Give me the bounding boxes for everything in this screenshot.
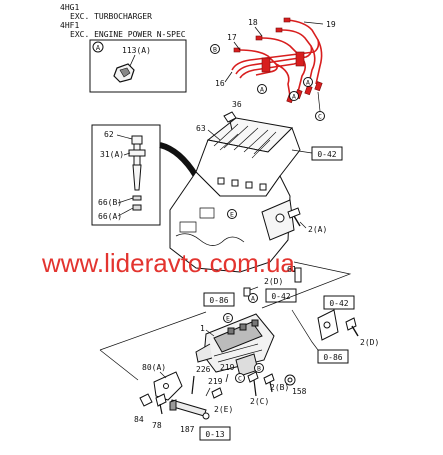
- callout-187: 187: [180, 425, 195, 434]
- inset-part-label: 113(A): [122, 46, 151, 55]
- ref-0-42-mid[interactable]: 0-42: [265, 288, 297, 303]
- injector-inset-frame: [91, 124, 161, 226]
- pipe-clamps: [261, 51, 305, 73]
- part-2e: 2(E): [202, 387, 233, 420]
- inset-marker-circle: [92, 41, 104, 53]
- pipe-callouts: 18 19 17 16: [215, 18, 336, 88]
- header-condition-2: EXC. ENGINE POWER N-SPEC: [70, 30, 186, 39]
- part-63: 63: [196, 124, 221, 141]
- part-80a: 80(A): [142, 363, 183, 401]
- ref-0-86-right[interactable]: 0-86: [317, 349, 349, 364]
- callout-61: 61: [287, 265, 297, 274]
- marker-b-circle: [210, 44, 220, 54]
- header-model-2: 4HF1: [60, 21, 79, 30]
- callout-2d-right: 2(D): [360, 338, 379, 347]
- callout-63: 63: [196, 124, 206, 133]
- part-78: 78: [152, 393, 167, 430]
- injector-label-62: 62: [104, 130, 114, 139]
- diagram-header: 4HG1 EXC. TURBOCHARGER 4HF1 EXC. ENGINE …: [60, 3, 186, 39]
- marker-a-2: A: [292, 93, 296, 101]
- bottom-markers: B C: [235, 363, 264, 383]
- ref-0-42-mid-label: 0-42: [271, 292, 290, 301]
- ref-0-86-right-label: 0-86: [323, 353, 342, 362]
- callout-18: 18: [248, 18, 258, 27]
- callout-2e: 2(E): [214, 405, 233, 414]
- ref-0-42-top[interactable]: 0-42: [291, 146, 343, 161]
- part-226: 226: [191, 365, 211, 395]
- watermark-text: www.lideravto.com.ua: [41, 248, 295, 278]
- callout-36: 36: [232, 100, 242, 109]
- injector-label-31a: 31(A): [100, 150, 124, 159]
- svg-text:A: A: [251, 295, 255, 303]
- inset-marker-letter: A: [96, 44, 101, 52]
- ref-0-86-left-label: 0-86: [209, 296, 228, 305]
- callout-1: 1: [200, 324, 205, 333]
- callout-group-1: 1: [200, 324, 215, 337]
- engine-block: [169, 117, 301, 273]
- part-219: 219 219: [205, 363, 235, 397]
- injector-label-66a: 66(A): [98, 212, 122, 221]
- part-61: 61: [287, 265, 302, 283]
- pipe-bundle: [231, 19, 323, 97]
- marker-b: B: [213, 46, 217, 54]
- injector-labels: 62 31(A) 66(B) 66(A): [98, 130, 124, 221]
- injector-part: [128, 135, 146, 211]
- callout-16: 16: [215, 79, 225, 88]
- pump-bracket: 2(D): [317, 309, 379, 347]
- callout-2d-mid: 2(D): [264, 277, 283, 286]
- callout-78: 78: [152, 421, 162, 430]
- inset-pointer: [159, 142, 199, 178]
- clip-part-113a: [113, 63, 135, 83]
- callout-19: 19: [326, 20, 336, 29]
- marker-c-bottom: C: [238, 375, 242, 383]
- pipe-markers: B A A A C: [210, 44, 325, 121]
- engine-marker-e: E: [227, 209, 237, 219]
- ref-0-13-label: 0-13: [205, 430, 224, 439]
- callout-2b: 2(B): [270, 383, 289, 392]
- injection-pump: [195, 313, 275, 377]
- header-condition-1: EXC. TURBOCHARGER: [70, 12, 152, 21]
- callout-17: 17: [227, 33, 237, 42]
- injector-leaders: [116, 134, 134, 217]
- part-2a-upper: 2(A): [287, 207, 327, 234]
- svg-text:E: E: [230, 211, 234, 219]
- marker-c: C: [318, 113, 322, 121]
- marker-a-3: A: [306, 79, 310, 87]
- callout-2a-upper: 2(A): [308, 225, 327, 234]
- inset-box-injector: 62 31(A) 66(B) 66(A): [91, 124, 161, 226]
- part-84: 84: [134, 393, 153, 424]
- ref-0-86-left[interactable]: 0-86: [203, 292, 235, 307]
- part-36: 36: [223, 100, 242, 131]
- injection-pipes-group: [231, 17, 323, 104]
- callout-219-b: 219: [208, 377, 223, 386]
- inset-box-113a: A 113(A): [89, 39, 187, 93]
- svg-text:E: E: [226, 315, 230, 323]
- part-2d-mid: 2(D): [243, 277, 283, 297]
- callout-2c: 2(C): [250, 397, 269, 406]
- marker-a-1: A: [260, 86, 264, 94]
- ref-0-13[interactable]: 0-13: [199, 426, 231, 441]
- header-model-1: 4HG1: [60, 3, 79, 12]
- inset-frame: [89, 39, 187, 93]
- ref-0-42-top-label: 0-42: [317, 150, 336, 159]
- ref-0-42-right[interactable]: 0-42: [323, 295, 355, 310]
- marker-b-bottom: B: [257, 365, 261, 373]
- callout-84: 84: [134, 415, 144, 424]
- callout-219-a: 219: [220, 363, 235, 372]
- ref-0-42-right-label: 0-42: [329, 299, 348, 308]
- callout-80a: 80(A): [142, 363, 166, 372]
- callout-226: 226: [196, 365, 211, 374]
- pump-marker-a: A: [248, 293, 258, 303]
- injector-label-66b: 66(B): [98, 198, 122, 207]
- bottom-bolts: 2(B) 2(C) 158: [247, 371, 307, 406]
- inset-leader-line: [129, 54, 136, 67]
- pump-marker-e: E: [223, 313, 233, 323]
- callout-158: 158: [292, 387, 307, 396]
